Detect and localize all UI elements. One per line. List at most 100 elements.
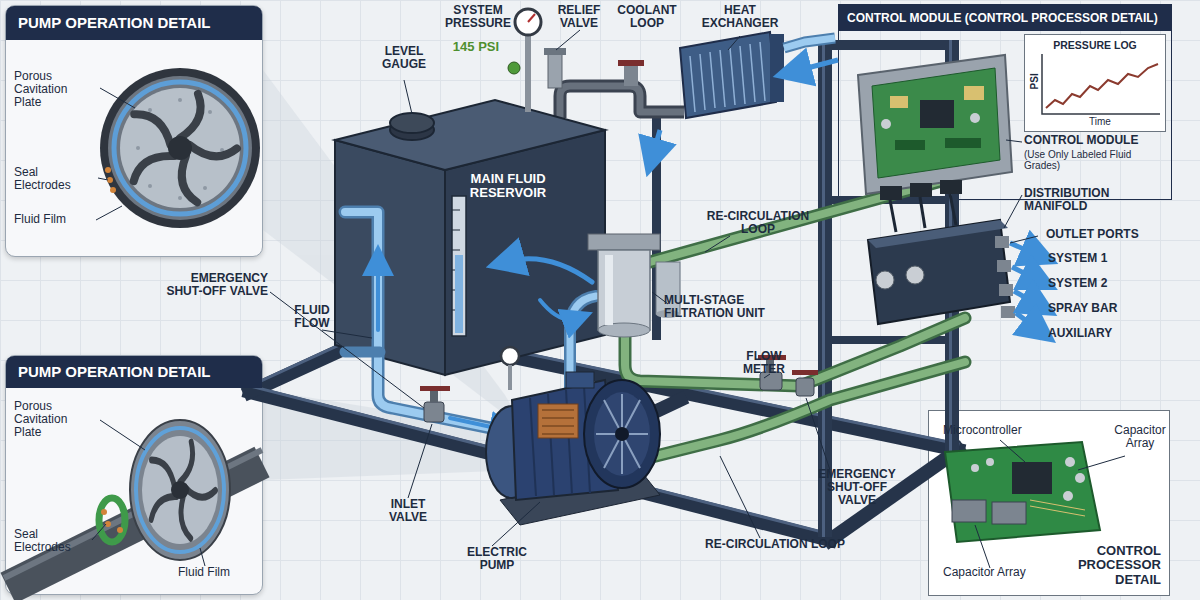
part-label: ELECTRIC PUMP [460,546,534,572]
control-module-board [964,86,984,100]
heat-exchanger [690,42,765,112]
fluid-pipe [345,347,380,358]
fluid-pipe [345,212,520,434]
control-module-board [858,55,1012,194]
control-module-board [890,200,896,232]
level-gauge [452,310,460,311]
leader-line [806,398,830,470]
filtration-unit [605,255,613,325]
electric-pump [584,386,590,493]
fluid-pipe [345,212,520,434]
level-gauge [452,210,460,310]
electric-pump [584,380,660,488]
part-label: SYSTEM 1 [1048,252,1158,265]
distribution-manifold [995,236,1009,248]
support-frame [818,40,832,537]
leader-line [705,236,730,252]
recirculation-pipe [650,180,945,262]
support-frame [832,336,945,344]
heat-exchanger [652,32,838,158]
distribution-manifold [997,260,1011,272]
part-label: Time [1080,117,1120,128]
recirculation-pipe [625,318,965,386]
electric-pump [542,417,574,419]
fluid-pipe [376,260,380,330]
control-module-board [940,180,962,194]
heat-exchanger [680,32,776,118]
leader-line [728,36,740,50]
base-frame [250,392,830,540]
control-module-board [895,140,925,150]
base-frame [540,400,680,466]
electric-pump [500,470,660,525]
distribution-manifold [1014,291,1040,306]
coolant-pipe [624,66,638,86]
distribution-manifold [868,220,1010,324]
part-label: Seal Electrodes [14,528,96,554]
zoom-wedge [263,390,525,480]
fluid-pipe [540,300,578,320]
base-frame [385,324,958,444]
support-frame [652,110,661,340]
valve [796,378,814,396]
fluid-pipe [570,296,596,390]
recirculation-pipe [600,362,965,470]
fluid-pipe [570,296,596,390]
control-module-board [950,194,956,225]
node-heading: PUMP OPERATION DETAIL [6,6,262,40]
coolant-pipe [618,60,644,66]
leader-line [720,456,760,538]
control-module-board [970,113,980,123]
filtration-unit [588,234,680,337]
leader-line [1006,140,1022,142]
recirculation-pipe [600,180,965,470]
pressure-gauge [528,14,535,22]
valve [424,402,444,422]
heat-exchanger [700,54,705,110]
level-gauge [452,210,460,211]
filtration-unit [598,250,650,330]
heat-exchanger [690,56,695,112]
support-frame [818,40,959,50]
part-label: Capacitor Array [943,566,1053,579]
leader-line [492,502,540,546]
leader-line [1010,236,1038,243]
support-frame [949,40,952,452]
control-module-board [945,138,981,148]
electric-pump [542,425,574,427]
electric-pump [615,427,629,441]
electric-pump [542,433,574,435]
part-label: RE-CIRCULATION LOOP [680,538,870,551]
part-label: RELIEF VALVE [550,4,608,30]
part-label: DISTRIBUTION MANIFOLD [1024,187,1154,213]
distribution-manifold [868,220,1040,331]
heat-exchanger [792,60,838,72]
heat-exchanger [710,52,715,108]
heat-exchanger [770,34,784,102]
zoom-wedge [263,70,525,480]
pressure-gauge [515,9,541,35]
level-gauge [452,290,460,291]
part-label: CONTROL MODULE [1024,134,1164,147]
control-module-board [890,96,908,108]
reservoir-tank [390,113,434,133]
electric-pump [530,386,590,496]
part-label: Seal Electrodes [14,166,96,192]
electric-pump [548,394,554,495]
electric-pump [596,433,648,435]
filtration-unit [598,323,650,337]
reservoir-label-area: MAIN FLUID RESERVOIR [462,172,554,212]
heat-exchanger [750,44,755,102]
level-gauge [452,196,466,336]
heat-exchanger [760,42,765,101]
part-label: SYSTEM PRESSURE [440,4,516,30]
pressure-gauge [508,62,520,74]
node-heading: CONTROL PROCESSOR DETAIL [1071,544,1161,587]
support-frame [822,40,825,537]
node-heading: CONTROL MODULE (CONTROL PROCESSOR DETAIL… [839,5,1171,31]
pressure-gauge [544,48,566,55]
part-label: LEVEL GAUGE [378,45,430,71]
control-module-board [920,100,954,128]
heat-exchanger [652,130,660,158]
